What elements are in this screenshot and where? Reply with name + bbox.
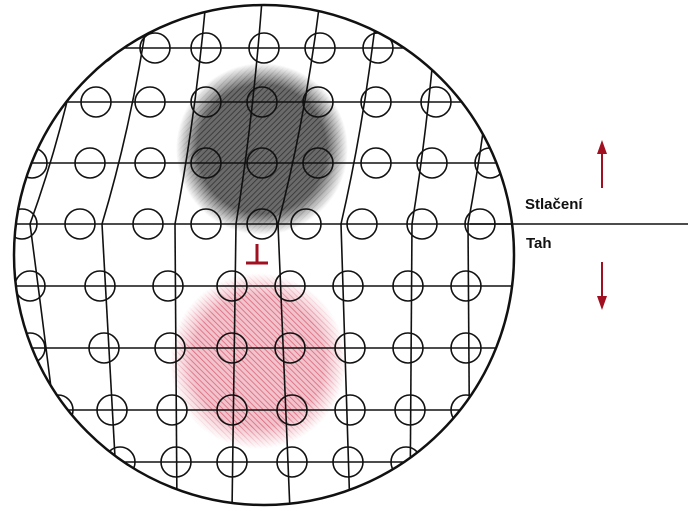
- lattice-column-line: [175, 224, 177, 511]
- compression-arrow: [597, 140, 607, 188]
- lattice-column-line: [102, 0, 150, 224]
- lattice-column-line: [468, 0, 498, 224]
- lattice-atom: [25, 87, 55, 117]
- tension-zone: [166, 268, 350, 452]
- lattice-atom: [479, 87, 509, 117]
- lattice-column-line: [410, 224, 412, 511]
- lattice-column-line: [468, 224, 470, 511]
- dislocation-symbol: [246, 244, 268, 263]
- lattice-atom: [421, 33, 451, 63]
- lattice-column-line: [102, 224, 118, 511]
- compression-label: Stlačení: [525, 196, 583, 213]
- tension-arrow: [597, 262, 607, 310]
- lattice-column-line: [30, 224, 66, 511]
- tension-label: Tah: [526, 235, 552, 252]
